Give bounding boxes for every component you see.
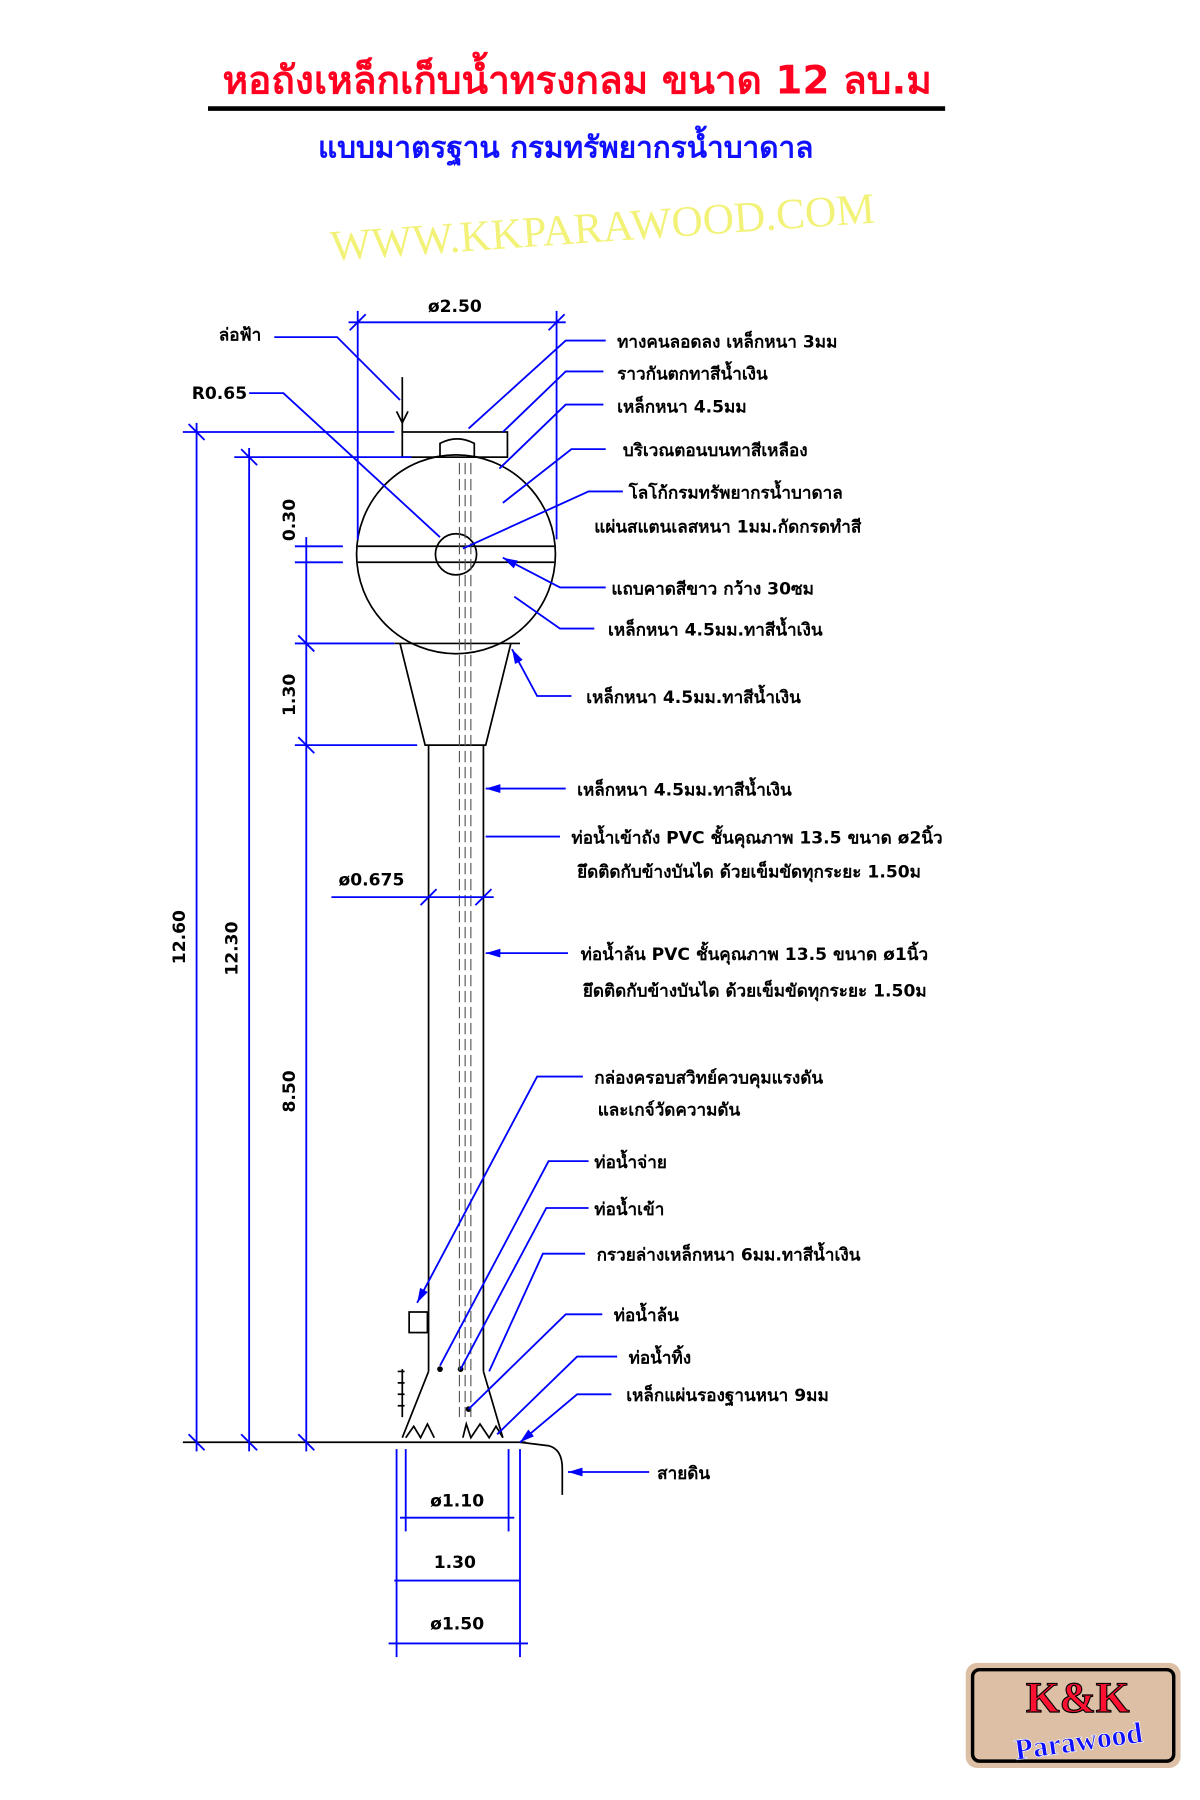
dim-band: 0.30 (280, 499, 300, 541)
upper-cone (399, 643, 512, 746)
label-overflow: ท่อน้ำล้น (614, 1302, 679, 1326)
sphere-tank (355, 453, 557, 655)
dim-base-inner: ø1.10 (430, 1491, 484, 1511)
label-guardrail: ราวกันตกทาสีน้ำเงิน (617, 360, 768, 384)
callouts (416, 339, 650, 1477)
lower-cone (401, 1371, 504, 1439)
label-supply-pipe: ท่อน้ำจ่าย (594, 1149, 667, 1173)
dim-radius: R0.65 (192, 384, 247, 404)
dim-base-outer: ø1.50 (430, 1615, 484, 1635)
page-subtitle: แบบมาตรฐาน กรมทรัพยากรน้ำบาดาล (318, 126, 813, 168)
label-sphere-steel: เหล็กหนา 4.5มม.ทาสีน้ำเงิน (608, 616, 823, 640)
ground-wire (519, 1441, 564, 1495)
dim-top-diameter: ø2.50 (428, 297, 482, 317)
label-column-steel: เหล็กหนา 4.5มม.ทาสีน้ำเงิน (577, 776, 792, 800)
label-switch-box-2: และเกจ์วัดความดัน (598, 1099, 741, 1120)
switch-box (408, 1311, 429, 1334)
dim-column-diameter: ø0.675 (338, 871, 404, 891)
watermark: WWW.KKPARAWOOD.COM (329, 185, 877, 271)
label-inlet-pipe-2: ยึดติดกับข้างบันได ด้วยเข็มขัดทุกระยะ 1.… (577, 860, 921, 883)
label-cone-steel: เหล็กหนา 4.5มม.ทาสีน้ำเงิน (586, 684, 801, 708)
label-switch-box: กล่องครอบสวิทย์ควบคุมแรงดัน (594, 1067, 823, 1088)
label-logo-plate: แผ่นสแตนเลสหนา 1มม.กัดกรดทำสี (594, 517, 862, 538)
label-drain: ท่อน้ำทิ้ง (629, 1344, 692, 1368)
label-overflow-pipe: ท่อน้ำล้น PVC ชั้นคุณภาพ 13.5 ขนาด ø1นิ้… (581, 941, 929, 965)
logo-plate (434, 532, 478, 576)
label-top-yellow: บริเวณตอนบนทาสีเหลือง (623, 440, 808, 461)
dim-tank-height: 12.30 (223, 921, 243, 975)
label-top-steel: เหล็กหนา 4.5มม (617, 395, 747, 418)
label-logo: โลโก้กรมทรัพยากรน้ำบาดาล (628, 479, 843, 503)
label-base-plate: เหล็กแผ่นรองฐานหนา 9มม (626, 1383, 828, 1407)
label-lightning-rod: ล่อฟ้า (219, 326, 262, 346)
page-title: หอถังเหล็กเก็บน้ำทรงกลม ขนาด 12 ลบ.ม (222, 52, 931, 104)
dim-base-width: 1.30 (434, 1553, 476, 1573)
dimension-lines (182, 310, 566, 1658)
leader-radius (249, 392, 441, 538)
top-railing (401, 431, 509, 458)
dim-column-height: 8.50 (280, 1070, 300, 1112)
kk-parawood-logo: K&K Parawood (965, 1662, 1181, 1768)
label-manhole: ทางคนลอดลง เหล็กหนา 3มม (617, 329, 837, 352)
svg-text:K&K: K&K (1026, 1674, 1130, 1722)
leader-lightning-rod (274, 336, 401, 401)
dim-cone: 1.30 (280, 674, 300, 716)
label-inlet: ท่อน้ำเข้า (594, 1196, 664, 1220)
label-overflow-pipe-2: ยึดติดกับข้างบันได ด้วยเข็มขัดทุกระยะ 1.… (583, 979, 927, 1002)
label-lower-cone: กรวยล่างเหล็กหนา 6มม.ทาสีน้ำเงิน (597, 1242, 861, 1266)
label-inlet-pipe: ท่อน้ำเข้าถัง PVC ชั้นคุณภาพ 13.5 ขนาด ø… (571, 824, 942, 848)
label-white-band: แถบคาดสีขาว กว้าง 30ซม (611, 578, 814, 599)
dim-total-height: 12.60 (170, 910, 190, 964)
label-ground-wire: สายดิน (657, 1464, 710, 1484)
